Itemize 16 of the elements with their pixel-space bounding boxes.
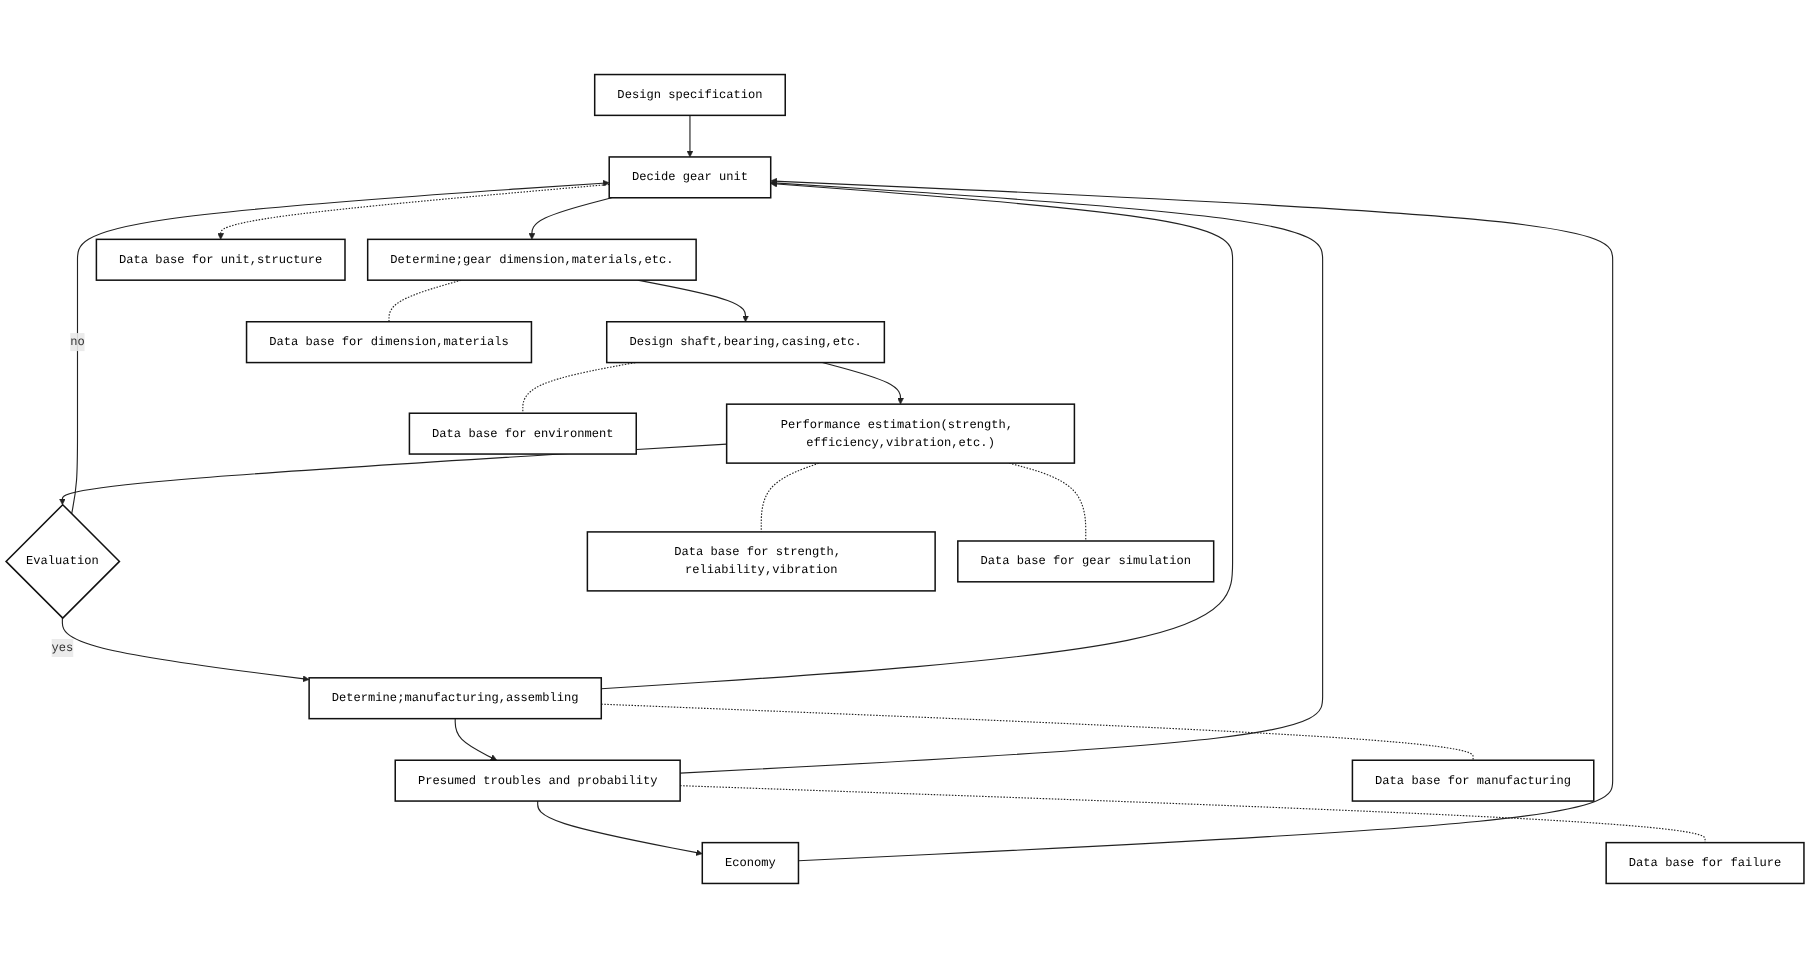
arrow xyxy=(686,114,694,158)
connector xyxy=(522,362,636,414)
connector xyxy=(388,279,462,323)
arrow xyxy=(770,177,1614,862)
connector xyxy=(600,703,1474,761)
arrow xyxy=(537,800,703,856)
connector xyxy=(1008,462,1087,542)
connector xyxy=(679,785,1706,844)
arrow xyxy=(679,179,1324,774)
arrow xyxy=(528,197,613,240)
arrow xyxy=(454,718,498,761)
arrow xyxy=(71,179,610,515)
connector xyxy=(760,462,820,533)
arrow xyxy=(600,180,1234,690)
arrow xyxy=(821,362,904,405)
arrow xyxy=(61,617,310,683)
